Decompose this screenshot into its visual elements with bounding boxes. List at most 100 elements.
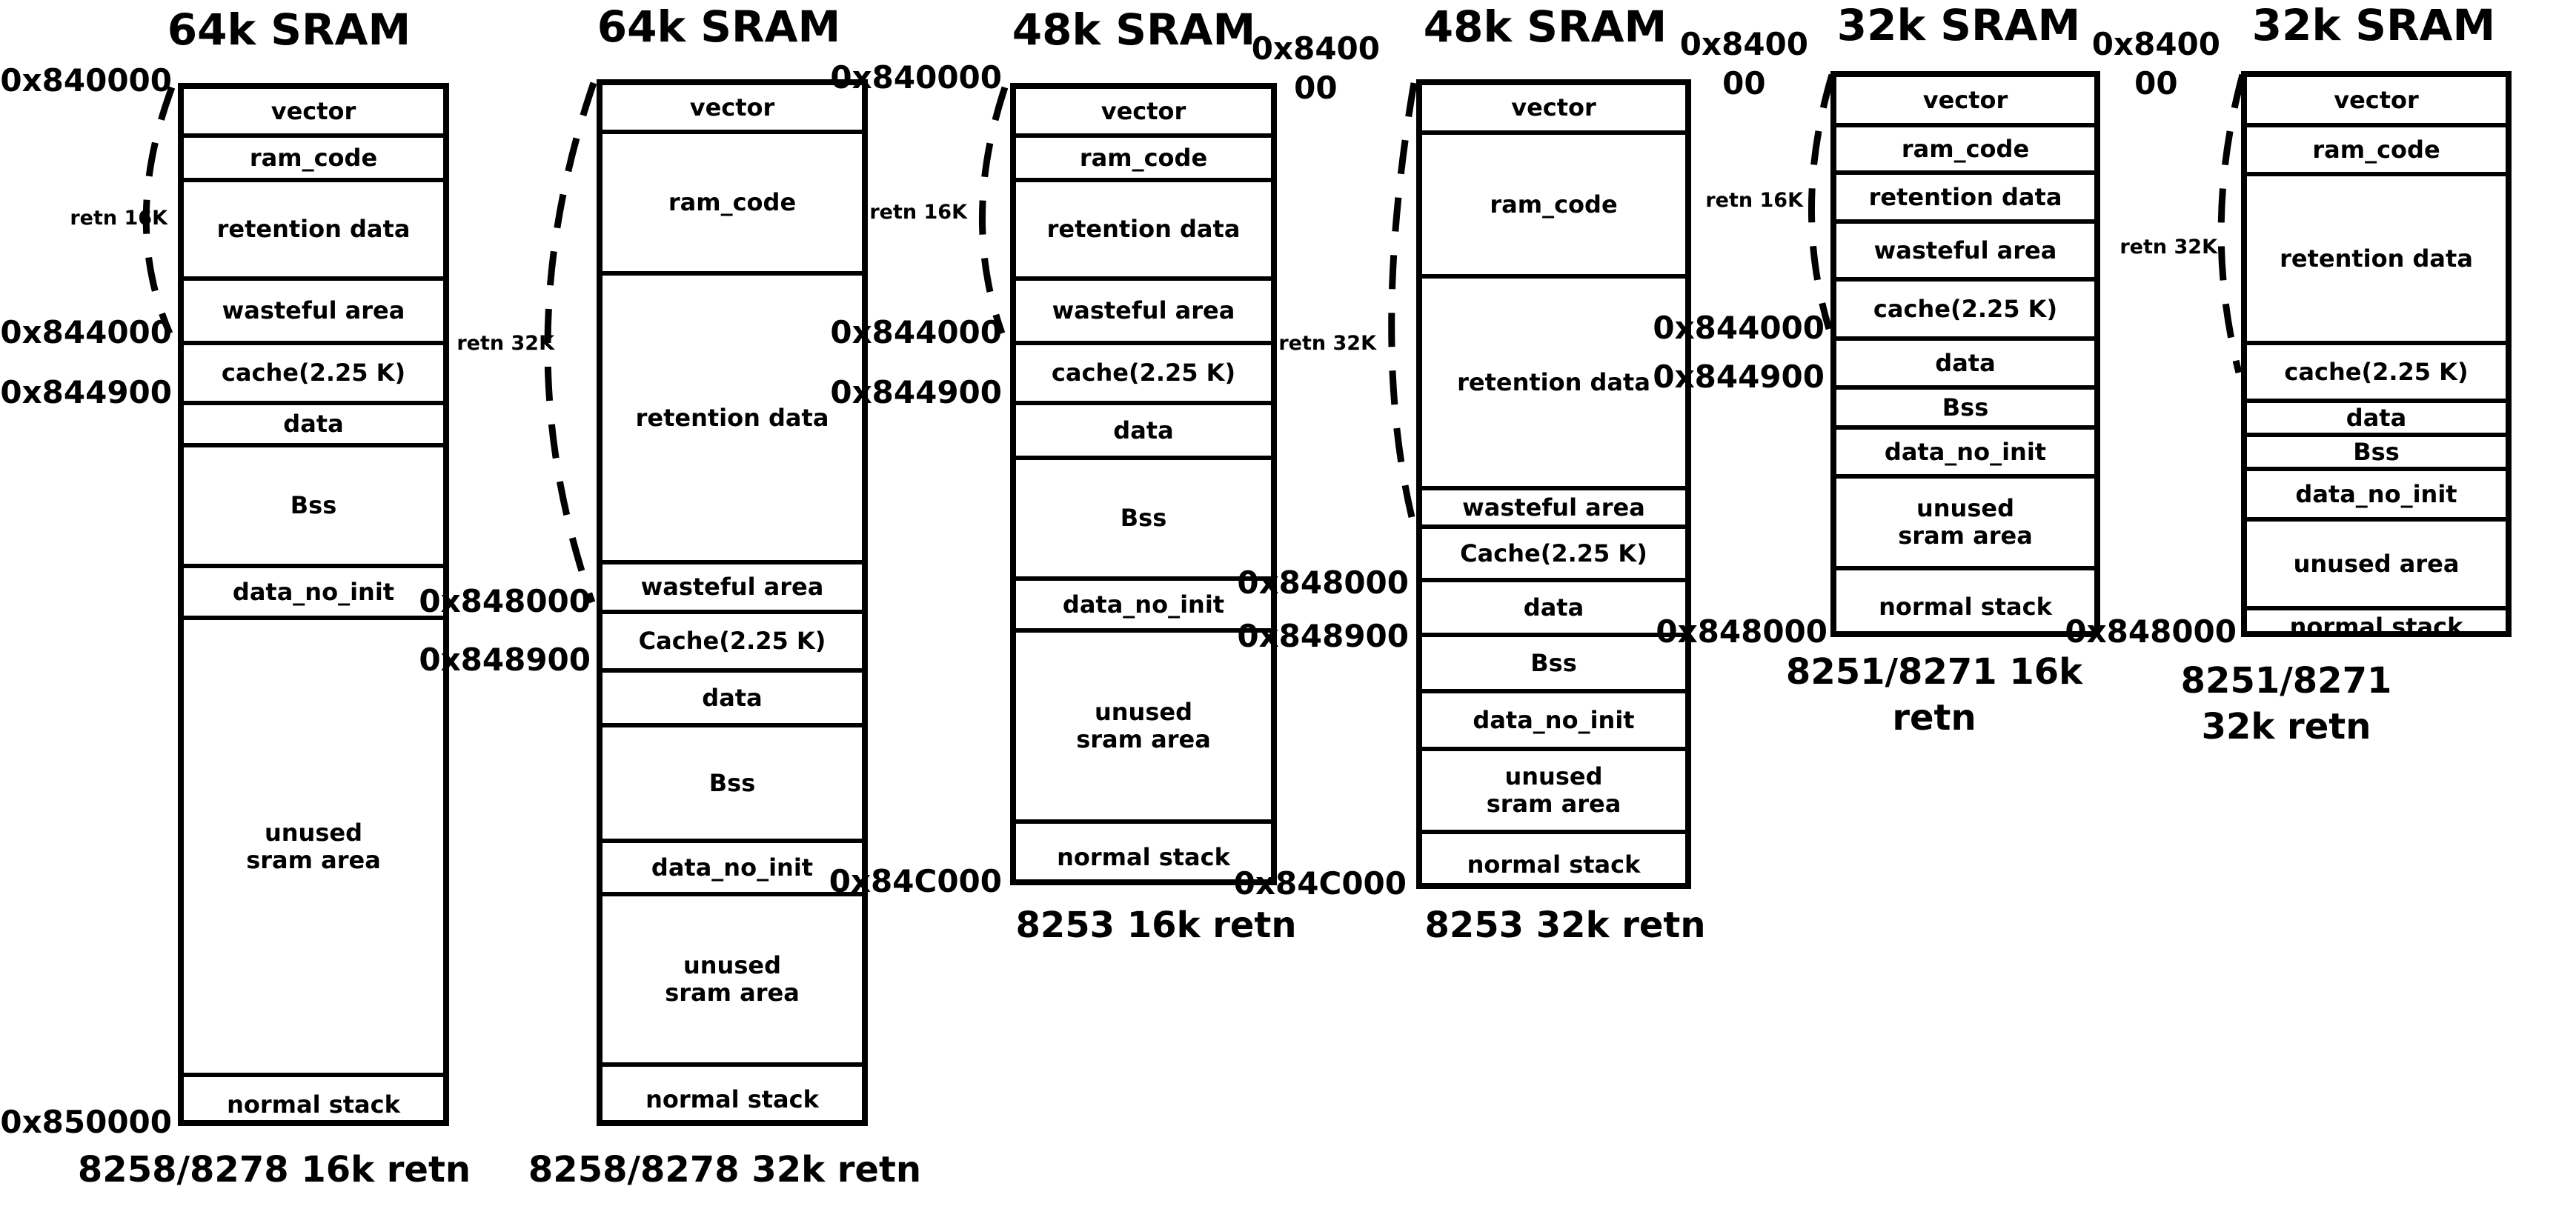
memory-segment: retention data (1422, 274, 1685, 486)
memory-segment-label: unused sram area (1486, 762, 1621, 818)
memory-segment-label: data (702, 683, 763, 712)
memory-segment-label: normal stack (2289, 612, 2463, 637)
memory-segment: Cache(2.25 K) (602, 610, 862, 668)
address-label: 0x844000 (830, 314, 1002, 351)
sram-size-title: 32k SRAM (1836, 0, 2081, 50)
memory-segment: wasteful area (602, 560, 862, 610)
memory-segment-label: vector (2334, 85, 2419, 114)
memory-segment: ram_code (1836, 123, 2094, 170)
memory-segment: unused sram area (1836, 474, 2094, 566)
memory-segment: retention data (1016, 178, 1271, 276)
memory-segment-label: wasteful area (1462, 493, 1645, 522)
memory-segment-label: data (1113, 416, 1174, 444)
memory-segment: data_no_init (602, 839, 862, 892)
memory-segment: data_no_init (1836, 425, 2094, 474)
memory-segment-label: ram_code (1901, 134, 2030, 163)
sram-size-title: 48k SRAM (1423, 1, 1667, 52)
memory-segment-label: normal stack (645, 1085, 819, 1113)
memory-segment: Cache(2.25 K) (1422, 524, 1685, 578)
memory-segment-label: vector (270, 96, 356, 125)
memory-segment-label: retention data (216, 215, 411, 244)
memory-segment: ram_code (1016, 133, 1271, 178)
memory-segment-label: Bss (290, 491, 337, 520)
retention-dash-line (2217, 73, 2246, 374)
memory-segment-label: data_no_init (232, 577, 395, 606)
memory-segment: unused area (2247, 517, 2506, 606)
memory-segment-label: normal stack (227, 1090, 400, 1119)
memory-segment-label: wasteful area (1052, 296, 1235, 325)
memory-column-box: vector ram_code retention data wasteful are… (1416, 79, 1691, 889)
memory-segment: cache(2.25 K) (2247, 341, 2506, 399)
memory-segment-label: retention data (1457, 367, 1650, 396)
memory-segment-label: cache(2.25 K) (1051, 359, 1236, 387)
memory-segment: unused sram area (602, 892, 862, 1062)
memory-segment: normal stack (1422, 830, 1685, 883)
memory-segment-label: cache(2.25 K) (2284, 357, 2469, 386)
sram-size-title: 32k SRAM (2251, 0, 2496, 50)
memory-segment: retention data (1836, 170, 2094, 219)
address-label: 0x844000 (1653, 310, 1825, 347)
memory-segment-label: data_no_init (1062, 590, 1225, 619)
address-label: 0x844900 (1653, 359, 1825, 396)
retention-size-label: retn 32K (1278, 331, 1376, 355)
memory-segment-label: wasteful area (640, 573, 824, 602)
memory-segment: data (184, 401, 443, 443)
address-label: 0x844900 (830, 374, 1002, 411)
memory-segment: wasteful area (1016, 276, 1271, 341)
address-label: 0x8400 00 (1679, 26, 1808, 101)
address-label: 0x848900 (419, 642, 591, 679)
memory-segment-label: vector (1101, 96, 1186, 125)
memory-segment: wasteful area (184, 276, 443, 341)
memory-segment-label: wasteful area (222, 296, 405, 325)
memory-segment-label: Bss (708, 768, 756, 797)
memory-segment-label: ram_code (2312, 135, 2440, 164)
retention-size-label: retn 16K (70, 206, 167, 230)
memory-segment: data_no_init (2247, 467, 2506, 517)
retention-size-label: retn 16K (1705, 188, 1803, 212)
memory-segment: vector (602, 85, 862, 130)
memory-segment-label: retention data (1868, 182, 2062, 211)
column-caption: 8253 16k retn (1015, 905, 1297, 946)
memory-segment-label: Cache(2.25 K) (638, 627, 826, 656)
address-label: 0x850000 (0, 1104, 172, 1141)
retention-size-label: retn 32K (2119, 235, 2217, 259)
sram-size-title: 64k SRAM (597, 1, 841, 52)
memory-segment: Bss (1836, 385, 2094, 425)
memory-segment-label: Bss (1120, 504, 1167, 533)
memory-segment: data_no_init (184, 564, 443, 616)
memory-segment: normal stack (602, 1062, 862, 1120)
memory-segment: vector (1016, 89, 1271, 133)
column-caption: 8253 32k retn (1424, 905, 1706, 946)
column-caption: 8251/8271 32k retn (2180, 660, 2392, 748)
memory-segment: ram_code (1422, 130, 1685, 274)
memory-segment: vector (184, 89, 443, 133)
memory-segment: ram_code (2247, 123, 2506, 172)
memory-segment-label: retention data (1046, 215, 1241, 244)
memory-segment: data (1422, 578, 1685, 633)
memory-segment-label: Cache(2.25 K) (1460, 539, 1647, 567)
memory-segment: vector (1836, 77, 2094, 123)
memory-segment-label: ram_code (1490, 190, 1618, 219)
memory-segment-label: data_no_init (1884, 437, 2047, 466)
memory-segment-label: ram_code (1079, 143, 1208, 172)
memory-segment: ram_code (184, 133, 443, 178)
memory-segment-label: data (283, 410, 344, 439)
memory-segment-label: data (2346, 403, 2407, 432)
memory-segment: retention data (2247, 172, 2506, 341)
memory-segment-label: vector (689, 93, 775, 121)
column-caption: 8251/8271 16k retn (1785, 651, 2083, 739)
memory-segment-label: vector (1922, 85, 2008, 114)
memory-segment: data_no_init (1422, 689, 1685, 747)
memory-segment: vector (1422, 85, 1685, 130)
memory-segment-label: data (1935, 348, 1996, 377)
memory-segment: Bss (2247, 433, 2506, 467)
memory-segment: vector (2247, 77, 2506, 123)
retention-dash-line (544, 81, 597, 604)
memory-segment: normal stack (1016, 819, 1271, 879)
memory-segment: data_no_init (1016, 576, 1271, 628)
address-label: 0x840000 (0, 62, 172, 99)
memory-segment-label: retention data (635, 403, 829, 432)
memory-segment: cache(2.25 K) (1016, 341, 1271, 401)
memory-segment-label: unused sram area (246, 818, 381, 874)
memory-segment-label: vector (1511, 93, 1596, 122)
